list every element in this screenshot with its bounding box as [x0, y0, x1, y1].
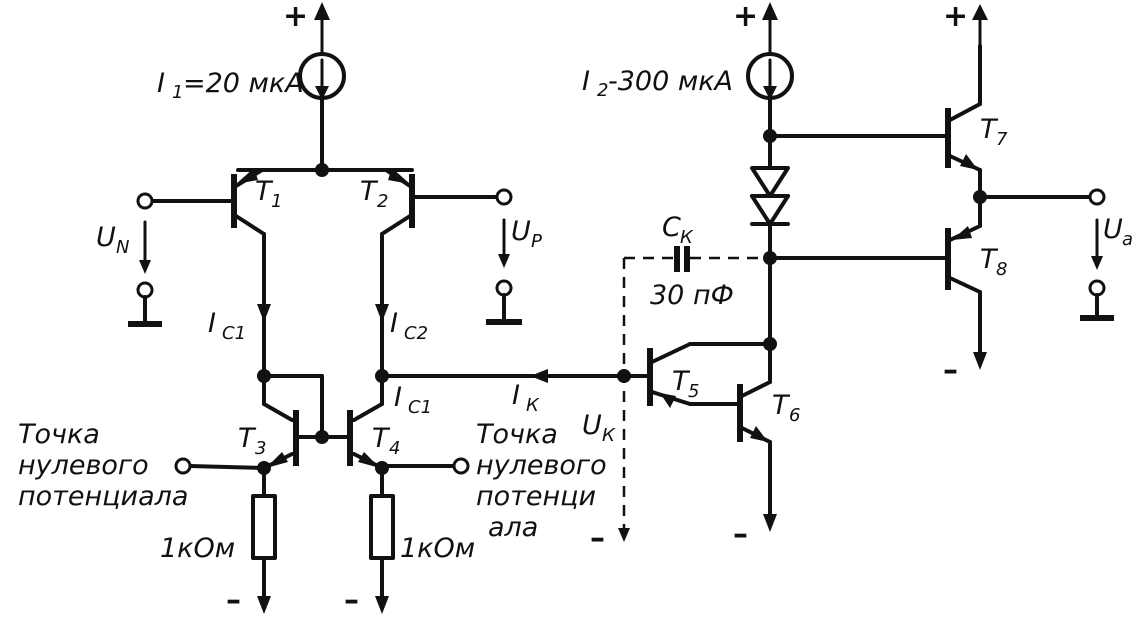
ik-line — [380, 369, 631, 383]
diode-string — [750, 166, 790, 351]
current-source-i1 — [298, 2, 346, 170]
label-ck-value: 30 пФ — [650, 280, 734, 311]
input-up — [410, 188, 522, 325]
transistor-t6 — [737, 342, 777, 532]
svg-text:7: 7 — [996, 129, 1008, 150]
svg-text:C2: C2 — [404, 323, 428, 344]
svg-text:I: I — [582, 66, 590, 97]
label-t3: T — [238, 423, 257, 454]
svg-text:=20 мкА: =20 мкА — [183, 68, 304, 99]
label-zero-right: Точка — [476, 419, 558, 450]
svg-text:+: + — [943, 0, 968, 34]
label-i1: I 1 =20 мкА — [157, 68, 304, 103]
label-ic2: I — [390, 308, 398, 339]
svg-text:a: a — [1122, 229, 1133, 250]
plus-sign-t1: + — [283, 0, 308, 34]
svg-text:–: – — [226, 583, 241, 618]
label-r-right: 1кОм — [400, 533, 475, 564]
label-t4: T — [372, 423, 391, 454]
svg-text:–: – — [590, 521, 605, 556]
uk-dashed — [618, 258, 630, 542]
resistor-right — [369, 457, 470, 614]
label-ck: C — [662, 212, 681, 243]
svg-text:1: 1 — [172, 82, 183, 103]
label-t7: T — [980, 114, 999, 145]
svg-text:потенци: потенци — [476, 481, 596, 512]
transistor-t1 — [231, 168, 271, 376]
svg-text:нулевого: нулевого — [476, 450, 607, 481]
svg-text:5: 5 — [688, 381, 699, 402]
svg-text:C1: C1 — [222, 323, 246, 344]
svg-text:N: N — [116, 237, 129, 258]
svg-text:+: + — [733, 0, 758, 34]
svg-text:К: К — [602, 425, 616, 446]
svg-text:1: 1 — [271, 191, 282, 212]
svg-text:–: – — [943, 353, 958, 388]
diff-pair-emitter-rail — [236, 163, 414, 177]
svg-text:4: 4 — [389, 438, 400, 459]
label-uk: U — [582, 410, 602, 441]
svg-text:C1: C1 — [408, 397, 432, 418]
label-ik: I — [512, 380, 520, 411]
svg-text:нулевого: нулевого — [18, 450, 149, 481]
transistor-t5 — [622, 342, 772, 408]
capacitor-ck — [624, 246, 770, 272]
label-up: U — [511, 216, 531, 247]
svg-text:2: 2 — [377, 191, 388, 212]
svg-text:I: I — [157, 68, 165, 99]
svg-text:ала: ала — [488, 512, 538, 543]
label-zero-left: Точка — [18, 419, 100, 450]
label-t6: T — [772, 390, 791, 421]
svg-text:2: 2 — [597, 80, 608, 101]
label-t8: T — [980, 244, 999, 275]
label-t1: T — [255, 176, 274, 207]
svg-text:-300 мкА: -300 мкА — [608, 66, 733, 97]
output-ua — [973, 188, 1114, 321]
label-i2: I 2 -300 мкА — [582, 66, 733, 101]
svg-text:–: – — [733, 517, 748, 552]
svg-text:потенциала: потенциала — [18, 481, 188, 512]
label-un: U — [96, 222, 116, 253]
svg-text:3: 3 — [255, 438, 266, 459]
svg-text:6: 6 — [789, 405, 800, 426]
input-un — [128, 192, 236, 327]
svg-text:К: К — [526, 395, 540, 416]
transistor-t2 — [375, 168, 415, 376]
label-ua: U — [1103, 214, 1123, 245]
label-ic1-left: I — [208, 308, 216, 339]
label-ic1-right: I — [394, 382, 402, 413]
label-t2: T — [360, 176, 379, 207]
label-t5: T — [672, 366, 691, 397]
transistor-t7 — [768, 4, 988, 228]
svg-text:К: К — [680, 227, 694, 248]
svg-text:P: P — [531, 231, 542, 252]
transistor-t8 — [768, 224, 987, 370]
svg-text:–: – — [344, 583, 359, 618]
resistor-left — [174, 457, 277, 614]
svg-text:8: 8 — [996, 259, 1007, 280]
label-r-left: 1кОм — [160, 533, 235, 564]
current-mirror — [257, 369, 389, 470]
